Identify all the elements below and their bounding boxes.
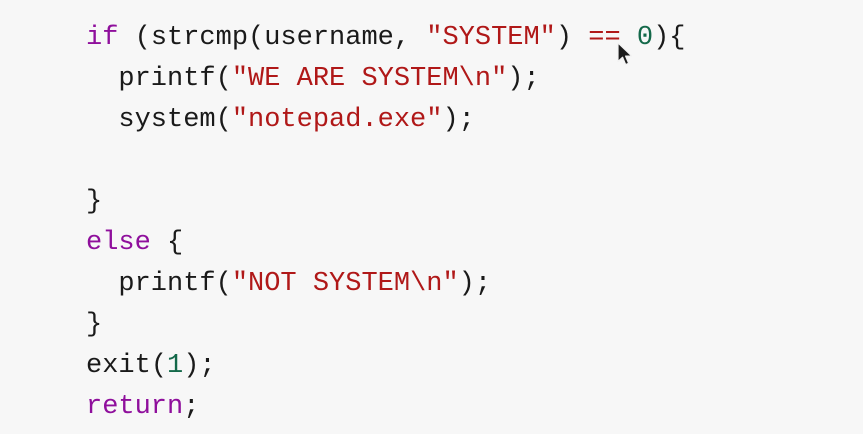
code-token-punct: ( [215, 105, 232, 135]
code-token-plain [86, 64, 118, 94]
code-line[interactable]: else { [86, 223, 686, 264]
code-line[interactable]: return; [86, 387, 686, 428]
code-token-num: 0 [636, 23, 654, 53]
code-token-punct: ( [215, 269, 232, 299]
code-token-punct: } [86, 310, 103, 340]
code-token-punct: ( [118, 23, 151, 53]
code-token-punct: ; [183, 392, 200, 422]
code-token-fn: printf [118, 64, 216, 94]
code-token-punct: ); [183, 351, 216, 381]
code-line[interactable]: printf("NOT SYSTEM\n"); [86, 264, 686, 305]
code-token-punct: } [86, 187, 103, 217]
code-token-kw: if [86, 23, 119, 53]
code-line[interactable]: exit(1); [86, 346, 686, 387]
code-line[interactable]: ​ [86, 141, 686, 182]
code-token-punct: { [150, 228, 184, 258]
code-token-fn: system [118, 105, 216, 135]
code-token-str: "WE ARE SYSTEM\n" [231, 64, 508, 94]
code-block[interactable]: if (strcmp(username, "SYSTEM") == 0){ pr… [86, 18, 686, 428]
code-token-punct: ); [507, 64, 540, 94]
code-line[interactable]: system("notepad.exe"); [86, 100, 686, 141]
code-token-num: 1 [167, 351, 184, 381]
code-line[interactable]: printf("WE ARE SYSTEM\n"); [86, 59, 686, 100]
code-token-punct: ); [442, 105, 475, 135]
code-token-op: == [588, 23, 621, 53]
code-token-punct: ( [150, 351, 168, 381]
code-token-fn: printf [118, 269, 216, 299]
code-token-punct: ){ [653, 23, 686, 53]
code-token-punct: ); [458, 269, 492, 299]
code-token-str: "NOT SYSTEM\n" [231, 269, 459, 299]
code-token-kw: else [86, 228, 151, 258]
code-token-plain [86, 105, 118, 135]
code-token-plain [621, 23, 637, 53]
code-line[interactable]: } [86, 305, 686, 346]
code-token-punct: ) [555, 23, 589, 53]
code-token-kw: return [86, 392, 184, 422]
code-line[interactable]: } [86, 182, 686, 223]
code-token-plain: (username, [248, 23, 427, 53]
code-token-plain [86, 269, 118, 299]
code-token-str: "SYSTEM" [426, 23, 556, 53]
code-token-fn: strcmp [150, 23, 249, 53]
code-line[interactable]: if (strcmp(username, "SYSTEM") == 0){ [86, 18, 686, 59]
code-token-fn: exit [86, 351, 151, 381]
code-token-str: "notepad.exe" [231, 105, 443, 135]
code-token-punct: ( [215, 64, 232, 94]
